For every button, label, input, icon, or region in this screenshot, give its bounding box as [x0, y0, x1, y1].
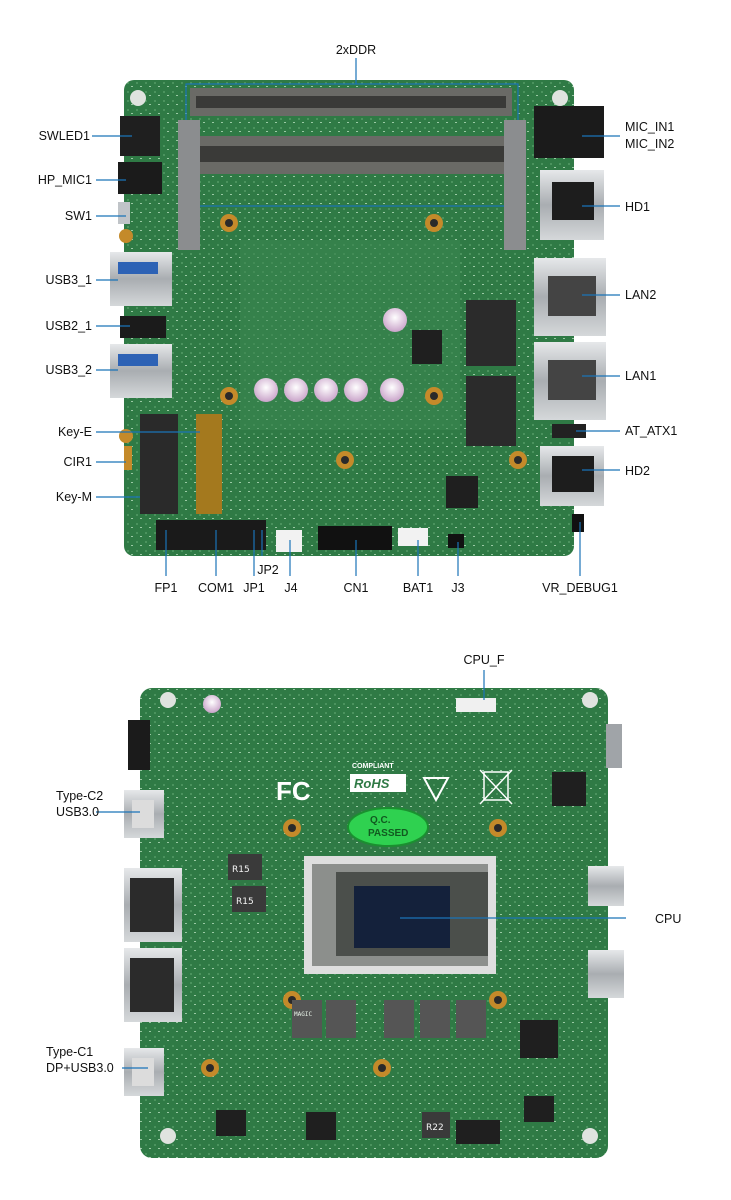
qc-text: Q.C. — [370, 815, 391, 826]
label-com: COM1 — [198, 581, 234, 595]
label-typec2-a: Type-C2 — [56, 789, 103, 803]
top-callout-lines — [92, 58, 620, 576]
label-at-atx: AT_ATX1 — [625, 424, 677, 438]
compliant-text: COMPLIANT — [352, 763, 394, 770]
top-right-connectors — [534, 106, 606, 506]
label-bat: BAT1 — [403, 581, 433, 595]
r22-label: R22 — [426, 1123, 444, 1133]
label-key-e: Key-E — [58, 425, 92, 439]
bottom-right-connectors — [588, 724, 624, 998]
label-typec1-b: DP+USB3.0 — [46, 1061, 114, 1075]
bottom-standoffs — [160, 692, 598, 1144]
top-standoffs — [119, 90, 568, 469]
label-hd2: HD2 — [625, 464, 650, 478]
passed-text: PASSED — [368, 828, 408, 839]
label-cir: CIR1 — [64, 455, 93, 469]
label-lan1: LAN1 — [625, 369, 656, 383]
bottom-callout-lines — [96, 670, 626, 1069]
label-mic-in1: MIC_IN1 — [625, 120, 674, 134]
label-usb3-2: USB3_2 — [45, 363, 92, 377]
cpu-package — [304, 856, 496, 974]
label-hp-mic: HP_MIC1 — [38, 173, 92, 187]
top-callout-labels: 2xDDR SWLED1 HP_MIC1 SW1 USB3_1 USB2_1 U… — [38, 43, 678, 595]
label-cpu-f: CPU_F — [464, 653, 505, 667]
label-typec2-b: USB3.0 — [56, 805, 99, 819]
label-jp2: JP2 — [257, 563, 279, 577]
bottom-callout-labels: CPU_F Type-C2 USB3.0 CPU Type-C1 DP+USB3… — [46, 653, 681, 1075]
fc-logo: FC — [276, 776, 311, 806]
label-lan2: LAN2 — [625, 288, 656, 302]
bottom-board: FC RoHS COMPLIANT Q.C. PASSED — [96, 670, 626, 1158]
r15-label-2: R15 — [236, 897, 254, 907]
top-left-connectors — [110, 116, 222, 514]
label-j3: J3 — [451, 581, 464, 595]
label-cpu: CPU — [655, 912, 681, 926]
label-fp: FP1 — [155, 581, 178, 595]
rohs-logo: RoHS — [354, 776, 390, 791]
label-j4: J4 — [284, 581, 297, 595]
label-usb2-1: USB2_1 — [45, 319, 92, 333]
inductors: R15 R15 MAGIC R22 — [228, 854, 486, 1138]
label-swled: SWLED1 — [39, 129, 90, 143]
magic-label: MAGIC — [294, 1011, 312, 1018]
r15-label-1: R15 — [232, 865, 250, 875]
top-board — [92, 58, 620, 576]
label-ddr: 2xDDR — [336, 43, 376, 57]
weee-bin-icon — [483, 771, 509, 801]
bottom-left-connectors — [124, 720, 182, 1096]
label-jp1: JP1 — [243, 581, 265, 595]
label-hd1: HD1 — [625, 200, 650, 214]
top-bottom-headers — [156, 514, 584, 552]
label-cn1: CN1 — [343, 581, 368, 595]
label-sw: SW1 — [65, 209, 92, 223]
ce-triangle-icon — [422, 777, 450, 803]
label-key-m: Key-M — [56, 490, 92, 504]
label-mic-in2: MIC_IN2 — [625, 137, 674, 151]
ddr-slots — [178, 83, 526, 250]
label-vr-debug: VR_DEBUG1 — [542, 581, 618, 595]
top-capacitors — [254, 308, 407, 402]
compliance-logos: FC RoHS COMPLIANT Q.C. PASSED — [276, 763, 513, 847]
label-typec1-a: Type-C1 — [46, 1045, 93, 1059]
label-usb3-1: USB3_1 — [45, 273, 92, 287]
